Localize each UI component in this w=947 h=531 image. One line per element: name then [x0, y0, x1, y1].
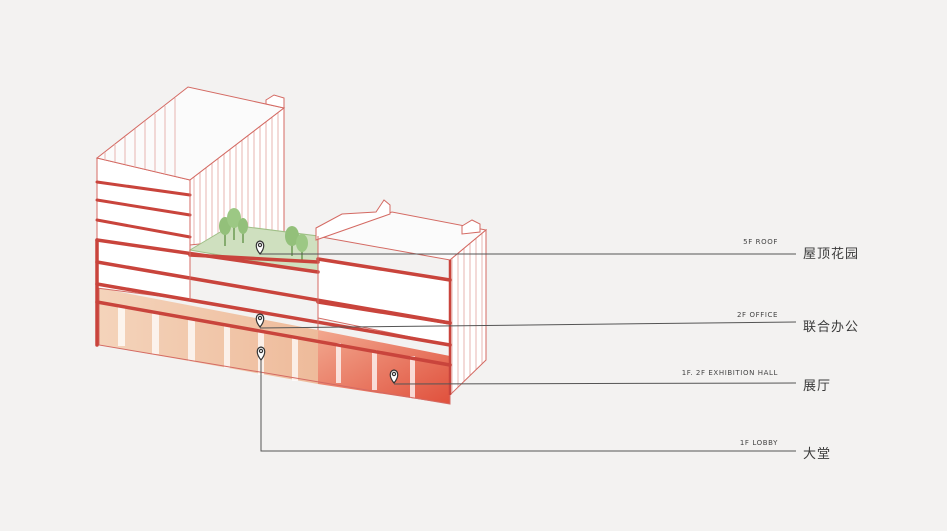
- label-lobby-en: 1F LOBBY: [740, 439, 778, 447]
- label-exhibition-en: 1F. 2F EXHIBITION HALL: [682, 369, 778, 377]
- label-office-cn: 联合办公: [803, 316, 859, 335]
- label-roof-cn: 屋顶花园: [803, 243, 859, 262]
- label-lobby-cn: 大堂: [803, 443, 831, 462]
- right-stair-core: [462, 220, 480, 234]
- label-exhibition-cn: 展厅: [803, 375, 831, 394]
- label-roof-en: 5F ROOF: [743, 238, 778, 246]
- label-office-en: 2F OFFICE: [737, 311, 778, 319]
